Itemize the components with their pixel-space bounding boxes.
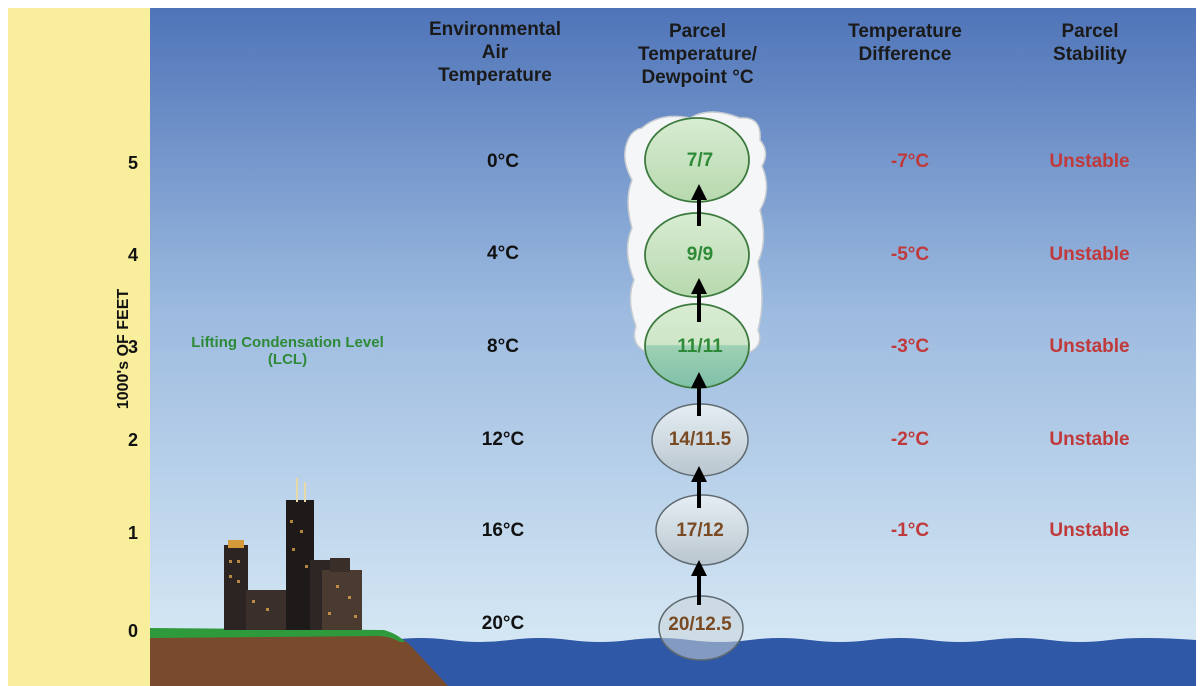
temp-difference: -5°C [890,244,930,265]
city-skyline [224,478,362,630]
stability-label: Unstable [1049,151,1130,172]
env-temp: 0°C [487,151,519,172]
y-tick-0: 0 [127,621,138,641]
lcl-label: Lifting Condensation Level (LCL) [191,334,384,368]
y-tick-1: 1 [127,523,138,543]
grass [150,628,405,642]
parcel-label: 17/12 [676,520,724,541]
env-temp: 20°C [481,613,525,634]
ground [150,630,448,686]
temp-difference: -1°C [890,520,930,541]
axis-panel [8,8,150,686]
stability-label: Unstable [1049,520,1130,541]
stability-label: Unstable [1049,244,1130,265]
header-stability: Parcel Stability [1053,21,1127,65]
y-tick-4: 4 [127,245,138,265]
env-temp: 4°C [487,243,519,264]
env-temp: 12°C [481,429,525,450]
parcel-label: 20/12.5 [668,614,732,635]
header-parcel: Parcel Temperature/ Dewpoint °C [638,21,757,88]
temp-difference: -2°C [890,429,930,450]
stability-label: Unstable [1049,429,1130,450]
y-tick-2: 2 [127,430,138,450]
env-temp: 16°C [481,520,525,541]
y-tick-5: 5 [127,153,138,173]
header-difference: Temperature Difference [848,21,962,65]
stability-label: Unstable [1049,336,1130,357]
water [392,638,1196,686]
env-temp: 8°C [487,336,519,357]
parcel-label: 9/9 [686,244,714,265]
y-tick-3: 3 [127,337,138,357]
temp-difference: -3°C [890,336,930,357]
parcel-label: 7/7 [686,150,714,171]
parcel-label: 11/11 [677,336,723,357]
temp-difference: -7°C [890,151,930,172]
parcel-bubble-1 [655,494,749,566]
parcel-label: 14/11.5 [668,429,732,450]
header-environmental: Environmental Air Temperature [429,19,561,86]
ascent-arrows [691,184,707,605]
